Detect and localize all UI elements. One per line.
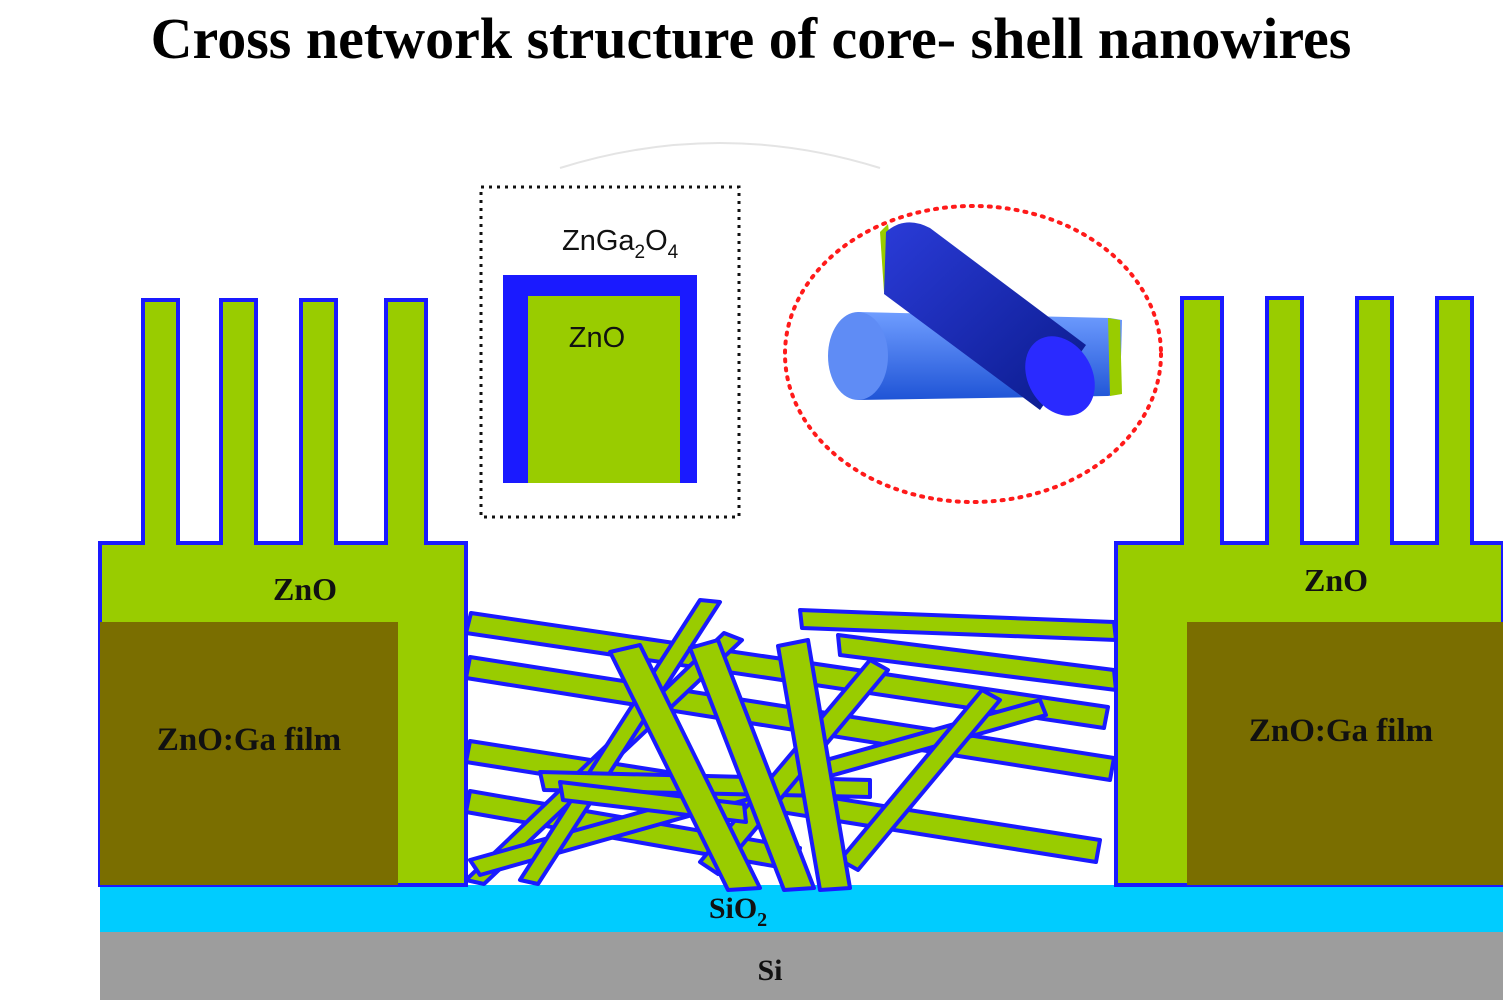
nanowire <box>776 638 852 892</box>
cylinder-diagonal-end <box>1025 336 1095 416</box>
film-label-left: ZnO:Ga film <box>157 722 341 758</box>
nanowire <box>836 633 1118 692</box>
zno-label-left: ZnO <box>273 571 337 607</box>
nanowire <box>608 643 762 892</box>
zno-label-right: ZnO <box>1304 562 1368 598</box>
si-substrate <box>100 932 1503 1000</box>
film-label-right: ZnO:Ga film <box>1249 713 1433 749</box>
right-film-block <box>1187 622 1503 885</box>
crossed-cylinders <box>828 222 1122 416</box>
inset-core-label: ZnO <box>569 322 625 354</box>
left-film-block <box>100 622 398 885</box>
cylinder-horizontal-end <box>828 312 888 400</box>
diagram-title: Cross network structure of core- shell n… <box>151 6 1352 71</box>
inset-shell-label: ZnGa2O4 <box>562 225 679 263</box>
inset-core <box>528 296 680 483</box>
nanowire <box>688 638 816 892</box>
sio2-label: SiO2 <box>709 892 767 931</box>
highlight-ellipse <box>783 204 1163 504</box>
nanowire <box>798 608 1118 642</box>
sio2-layer <box>100 885 1503 932</box>
faint-arc <box>559 142 881 169</box>
si-label: Si <box>757 954 782 987</box>
shell-rim <box>1108 318 1122 396</box>
nanowire <box>838 688 1002 872</box>
nanowire-network <box>464 598 1118 892</box>
inset-shell <box>503 275 697 483</box>
